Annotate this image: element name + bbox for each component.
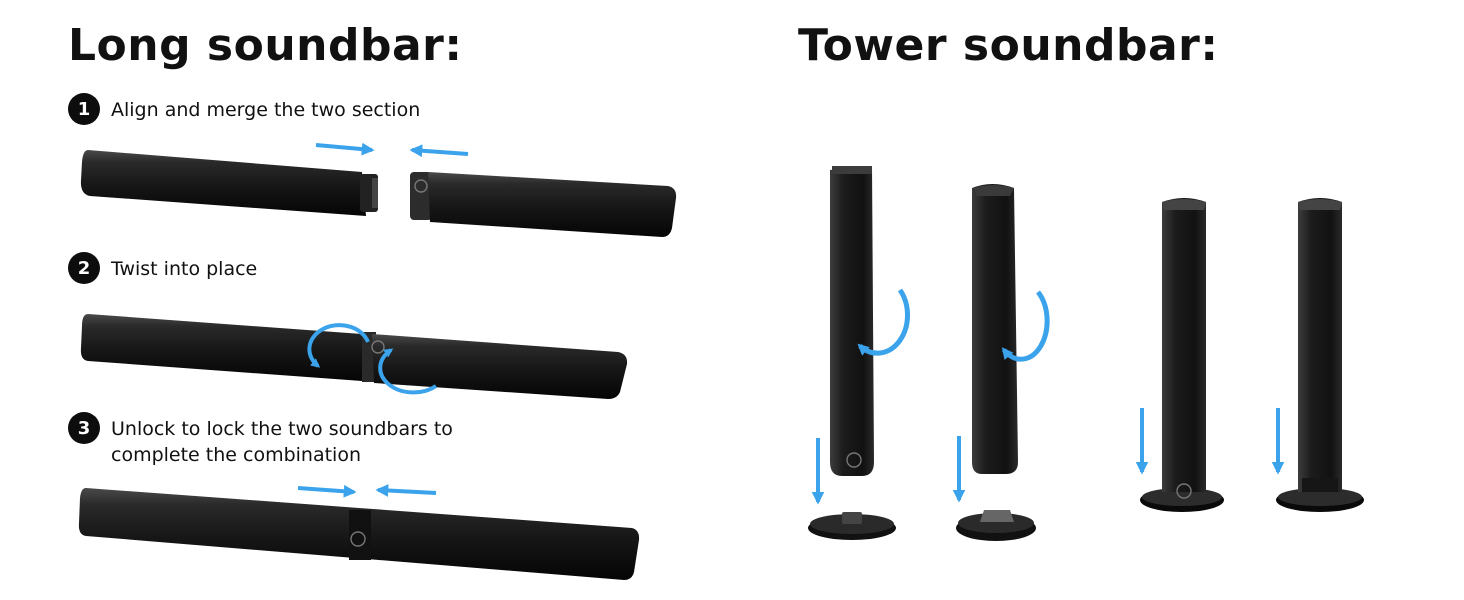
step-1: 1 Align and merge the two section (68, 93, 421, 125)
step-3-text: Unlock to lock the two soundbars to comp… (111, 418, 453, 466)
connector-knob-icon (846, 452, 862, 468)
connector-knob-icon (350, 531, 366, 547)
step-3-number-badge: 3 (68, 412, 100, 444)
step-2-soundbar (80, 314, 628, 399)
step-2-text: Twist into place (111, 258, 258, 280)
connector-knob-icon (1176, 483, 1192, 499)
step-1-number-badge: 1 (68, 93, 100, 125)
connector-knob-icon (371, 340, 385, 354)
connector-knob-icon (414, 179, 428, 193)
step-3-combined-soundbar (78, 488, 640, 580)
merge-arrow-right-icon (315, 142, 375, 156)
step-1-text: Align and merge the two section (111, 99, 421, 121)
step-2: 2 Twist into place (68, 252, 258, 284)
tower-1-base-stand (808, 512, 896, 540)
tower-4-soundbar (1276, 198, 1364, 512)
tower-2-rotate-arrow-icon (1001, 290, 1050, 362)
tower-1-soundbar (830, 166, 874, 476)
tower-1-rotate-arrow-icon (857, 288, 910, 356)
long-soundbar-heading: Long soundbar: (68, 20, 463, 71)
lock-arrow-left-icon (375, 484, 437, 497)
tower-2-soundbar (972, 184, 1018, 474)
step-1-soundbar-right-half (410, 172, 677, 237)
merge-arrow-left-icon (409, 144, 469, 158)
step-3: 3 Unlock to lock the two soundbars to co… (68, 412, 453, 468)
step-1-soundbar-left-half (80, 150, 378, 216)
tower-3-soundbar (1140, 198, 1224, 512)
tower-2-base-stand (956, 510, 1036, 541)
lock-arrow-right-icon (297, 484, 357, 498)
twist-arrow-lower-icon (378, 348, 438, 395)
tower-soundbar-heading: Tower soundbar: (798, 20, 1219, 71)
twist-arrow-upper-icon (307, 323, 370, 368)
step-2-number-badge: 2 (68, 252, 100, 284)
